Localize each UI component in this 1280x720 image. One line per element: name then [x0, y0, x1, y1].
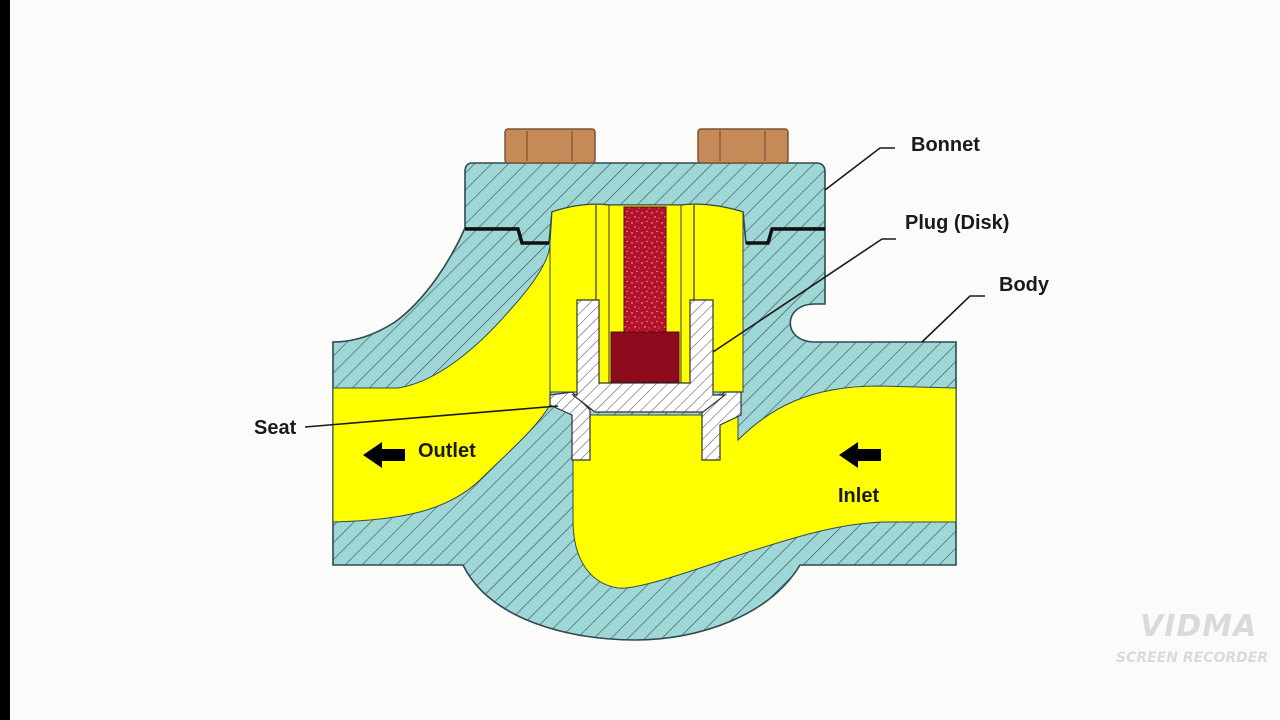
watermark-logo: VIDMA — [1140, 609, 1257, 644]
bonnet-bolt-left — [504, 128, 596, 164]
leader-plug — [712, 238, 896, 353]
label-plug: Plug (Disk) — [905, 212, 1009, 234]
bonnet-bolt-right — [697, 128, 789, 164]
leader-bonnet — [824, 147, 895, 191]
seat-ring-right — [701, 391, 742, 461]
outlet-arrow-icon — [363, 442, 405, 468]
gasket-left — [465, 227, 549, 245]
gasket-right — [746, 227, 825, 245]
plug-head — [610, 331, 680, 383]
watermark: VIDMA SCREEN RECORDER — [1116, 609, 1268, 666]
diagram-canvas: Bonnet Plug (Disk) Body Seat Outlet Inle… — [10, 0, 1280, 720]
leader-body — [921, 295, 985, 343]
label-outlet: Outlet — [418, 440, 476, 462]
inlet-arrow-icon — [839, 442, 881, 468]
check-valve-cross-section: Bonnet Plug (Disk) Body Seat Outlet Inle… — [254, 128, 1268, 666]
label-body: Body — [999, 274, 1050, 296]
label-bonnet: Bonnet — [911, 134, 980, 156]
leader-seat — [304, 405, 559, 428]
guide-sleeve — [571, 299, 727, 413]
label-inlet: Inlet — [838, 485, 879, 507]
watermark-subtitle: SCREEN RECORDER — [1116, 650, 1268, 666]
label-seat: Seat — [254, 417, 297, 439]
inlet-passage — [572, 385, 957, 589]
plug-stem — [623, 206, 667, 333]
